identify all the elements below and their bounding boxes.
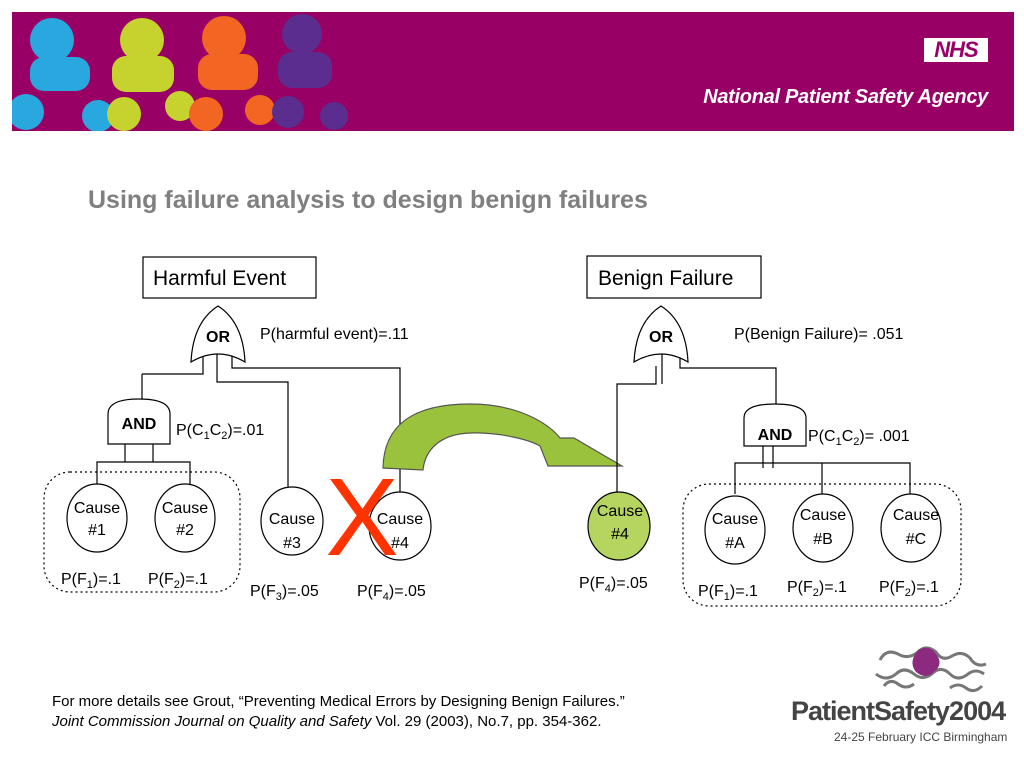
header-banner: NHS National Patient Safety Agency: [12, 12, 1014, 131]
cause-2-label: Cause: [162, 500, 208, 517]
cause-b-number: #B: [813, 531, 833, 548]
and-gate-left: [107, 398, 171, 445]
cause-4-label-right: Cause: [597, 503, 643, 520]
benign-failure-label: Benign Failure: [598, 267, 733, 290]
prob-f4-right: P(F4)=.05: [579, 575, 648, 595]
left-connectors: [96, 352, 401, 493]
puzzle-piece-purple: [272, 14, 348, 130]
prob-f2-right-b: P(F2)=.1: [787, 579, 847, 599]
right-connectors: [616, 352, 911, 494]
event-date-location: 24-25 February ICC Birmingham: [834, 730, 1008, 744]
move-arrow: [382, 403, 625, 471]
prob-f4-left: P(F4)=.05: [357, 583, 426, 603]
cause-4-node-right: [587, 491, 651, 561]
and-gate-left-label: AND: [122, 416, 157, 433]
harmful-event-label: Harmful Event: [153, 267, 286, 290]
cause-2-number: #2: [176, 522, 194, 539]
benign-failure-box: [586, 255, 762, 299]
cause-3-node: [260, 486, 324, 556]
puzzle-piece-yellow: [107, 18, 195, 131]
puzzle-piece-blue: [12, 18, 114, 131]
prob-benign-failure: P(Benign Failure)= .051: [734, 326, 904, 343]
patient-safety-2004-logo: PatientSafety2004: [791, 696, 1006, 726]
cause-c-node: [880, 493, 942, 563]
citation-details: Vol. 29 (2003), No.7, pp. 354-362.: [371, 713, 602, 730]
or-gate-left: [190, 305, 246, 364]
citation-journal: Joint Commission Journal on Quality and …: [52, 713, 372, 730]
right-fault-tree: Benign Failure OR P(Benign Failure)= .05…: [579, 255, 962, 607]
cause-b-node: [792, 493, 854, 563]
cause-4-number-right: #4: [611, 526, 629, 543]
cause-c-label: Cause: [893, 507, 939, 524]
purple-puzzle-piece: [912, 647, 940, 676]
cause-2-node: [154, 483, 216, 553]
cause-3-number: #3: [283, 535, 301, 552]
cause-1-number: #1: [88, 522, 106, 539]
nhs-logo: NHS: [924, 38, 988, 62]
and-gate-right-label: AND: [758, 427, 793, 444]
harmful-event-box: [142, 256, 317, 299]
prob-f1-left: P(F1)=.1: [61, 571, 121, 591]
cause-1-label: Cause: [74, 500, 120, 517]
puzzle-piece-orange: [189, 16, 275, 131]
cause-a-label: Cause: [712, 511, 758, 528]
cause-4-number-left: #4: [391, 535, 409, 552]
prob-harmful-event: P(harmful event)=.11: [260, 326, 409, 343]
cause-1-node: [66, 483, 128, 553]
cause-4-node-left: [368, 491, 432, 561]
prob-f1-right: P(F1)=.1: [698, 583, 758, 603]
or-gate-right-label: OR: [649, 329, 673, 346]
puzzle-people-graphic: [12, 14, 348, 131]
footer-citation: For more details see Grout, “Preventing …: [52, 692, 625, 732]
or-gate-left-label: OR: [206, 329, 230, 346]
prob-and-right: P(C1C2)= .001: [808, 428, 910, 448]
prob-and-left: P(C1C2)=.01: [176, 422, 264, 442]
cause-a-number: #A: [725, 535, 745, 552]
and-gate-right: [743, 403, 807, 447]
cause-4-label-left: Cause: [377, 511, 423, 528]
left-cause-group-dotted: [43, 471, 241, 593]
cause-c-number: #C: [906, 531, 926, 548]
cause-b-label: Cause: [800, 507, 846, 524]
or-gate-right: [633, 305, 689, 364]
slide-title: Using failure analysis to design benign …: [88, 186, 648, 214]
prob-f2-left: P(F2)=.1: [148, 571, 208, 591]
citation-line-2: Joint Commission Journal on Quality and …: [52, 712, 625, 732]
prob-f3-left: P(F3)=.05: [250, 583, 319, 603]
citation-line-1: For more details see Grout, “Preventing …: [52, 693, 625, 710]
left-fault-tree: Harmful Event OR P(harmful event)=.11 AN…: [43, 256, 432, 603]
right-cause-group-dotted: [682, 483, 962, 607]
prob-f2-right-c: P(F2)=.1: [879, 579, 939, 599]
cross-out-mark: X: [325, 456, 398, 579]
cause-3-label: Cause: [269, 511, 315, 528]
cause-a-node: [704, 495, 766, 565]
agency-name: National Patient Safety Agency: [703, 86, 988, 108]
